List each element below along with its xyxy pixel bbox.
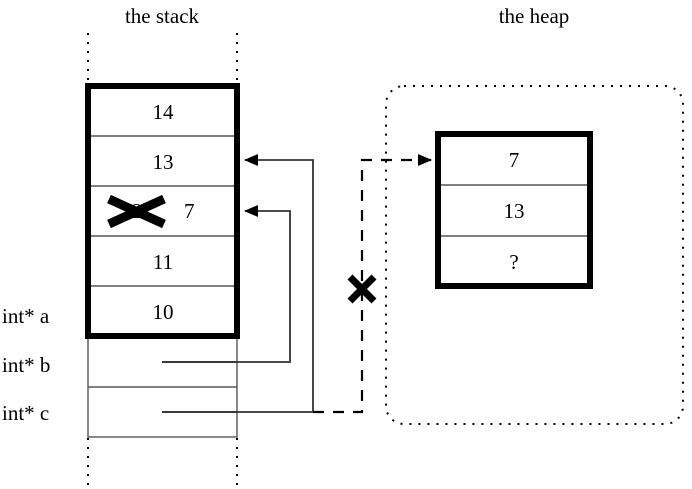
stack-active-frame [85, 83, 240, 339]
pointer-label-a: int* a [2, 304, 50, 328]
stack-cell-value-1: 13 [152, 150, 174, 174]
invalid-pointer-cross-icon [347, 274, 377, 304]
stack-inactive-frame [87, 335, 238, 438]
pointer-edge-c [162, 154, 314, 413]
stack-title: the stack [124, 4, 200, 28]
struck-value-cross-icon [107, 194, 166, 229]
heap-cell-value-0: 7 [508, 148, 520, 172]
stack-cell-value-3: 11 [152, 250, 174, 274]
stack-cell-value-2-struck: 12 [121, 199, 143, 223]
stack-cell-value-2-replacement: 7 [184, 199, 195, 223]
pointer-label-c: int* c [2, 401, 50, 425]
dangling-pointer-edge [313, 154, 432, 414]
pointer-origin-ticks [162, 361, 237, 413]
pointer-label-b: int* b [2, 353, 51, 377]
stack-cell-value-0: 14 [152, 100, 174, 124]
heap-block-frame [435, 131, 593, 289]
heap-title: the heap [498, 4, 570, 28]
stack-cell-value-4: 10 [152, 300, 174, 324]
heap-cell-value-1: 13 [503, 199, 525, 223]
heap-cell-value-2: ? [509, 250, 519, 274]
